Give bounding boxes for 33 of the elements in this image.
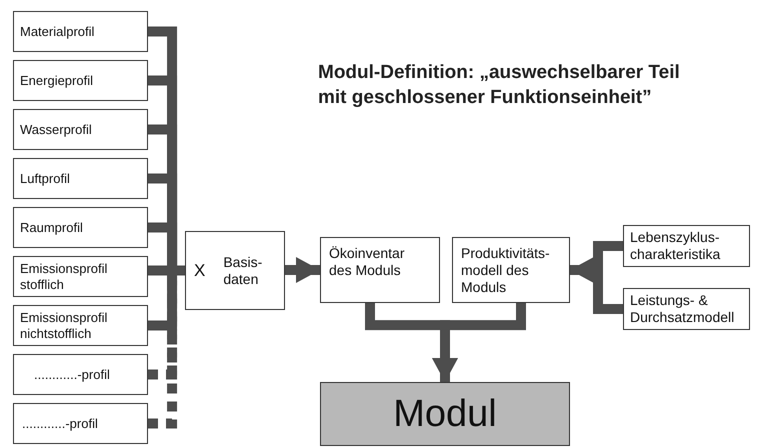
process-box bbox=[13, 158, 148, 199]
connector-arrow bbox=[285, 257, 320, 283]
process-box bbox=[13, 11, 148, 52]
box-label: Produktivitäts- modell des Moduls bbox=[461, 245, 551, 296]
diagram-title: Modul-Definition: „auswechselbarer Teil mit geschlossener Funktionseinheit” bbox=[318, 61, 681, 110]
process-box bbox=[13, 109, 148, 150]
box-label: ............-profil bbox=[21, 416, 99, 432]
box-label: ............-profil bbox=[33, 366, 111, 382]
box-label: Wasserprofil bbox=[20, 122, 93, 138]
box-label: Lebenszyklus- charakteristika bbox=[630, 229, 722, 263]
box-label: Emissionsprofil nichtstofflich bbox=[20, 310, 108, 342]
box-label: Raumprofil bbox=[20, 220, 84, 236]
multiply-sign: X bbox=[194, 262, 206, 279]
process-box bbox=[13, 403, 148, 444]
process-box bbox=[623, 225, 750, 267]
process-box bbox=[13, 256, 148, 297]
box-label: Ökoinventar des Moduls bbox=[329, 245, 406, 279]
box-label: Materialprofil bbox=[20, 24, 96, 40]
process-box bbox=[13, 60, 148, 101]
box-label: Emissionsprofil stofflich bbox=[20, 260, 108, 292]
box-label: Leistungs- & Durchsatzmodell bbox=[630, 292, 736, 326]
module-box bbox=[320, 382, 570, 446]
box-label: Basis- daten bbox=[223, 254, 264, 288]
process-box bbox=[13, 354, 148, 395]
process-box bbox=[320, 237, 440, 303]
process-box bbox=[13, 305, 148, 346]
process-box bbox=[185, 231, 285, 310]
process-box bbox=[623, 288, 750, 330]
box-label: Luftprofil bbox=[20, 170, 71, 186]
box-label: Energieprofil bbox=[20, 72, 94, 88]
process-box bbox=[452, 237, 570, 303]
box-label: Modul bbox=[393, 392, 497, 436]
process-box bbox=[13, 207, 148, 248]
